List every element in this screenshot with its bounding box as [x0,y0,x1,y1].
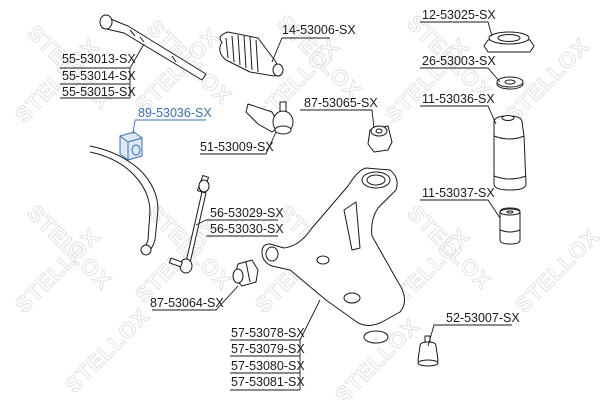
part-label-57-53080[interactable]: 57-53080-SX [231,359,305,373]
part-label-12-53025[interactable]: 12-53025-SX [422,8,496,22]
stabilizer-bushing-icon[interactable] [119,131,143,161]
strut-bearing-icon[interactable] [496,76,524,90]
lower-control-arm-icon[interactable] [261,167,405,344]
part-label-52-53007[interactable]: 52-53007-SX [446,311,520,325]
part-label-11-53037[interactable]: 11-53037-SX [422,186,495,200]
part-label-55-53015[interactable]: 55-53015-SX [62,85,136,99]
control-arm-bushing-front-icon[interactable] [232,259,259,287]
part-label-14-53006[interactable]: 14-53006-SX [282,23,356,37]
strut-mount-icon[interactable] [483,31,535,53]
part-label-55-53014[interactable]: 55-53014-SX [62,69,136,83]
inner-tie-rod-icon[interactable] [99,14,207,81]
stabilizer-bar-icon[interactable] [89,145,159,256]
part-label-55-53013[interactable]: 55-53013-SX [62,52,136,66]
part-label-56-53030[interactable]: 56-53030-SX [210,222,284,236]
stabilizer-link-icon[interactable] [168,174,210,274]
steering-boot-icon[interactable] [219,31,284,77]
control-arm-bushing-rear-icon[interactable] [367,125,393,153]
part-label-87-53064[interactable]: 87-53064-SX [150,296,224,310]
part-label-57-53081[interactable]: 57-53081-SX [231,375,305,389]
strut-dust-boot-icon[interactable] [493,115,527,191]
part-label-87-53065[interactable]: 87-53065-SX [304,96,378,110]
part-label-51-53009[interactable]: 51-53009-SX [200,140,274,154]
ball-joint-icon[interactable] [417,335,439,367]
part-label-26-53003[interactable]: 26-53003-SX [422,54,496,68]
tie-rod-end-icon[interactable] [245,101,294,135]
part-label-57-53079[interactable]: 57-53079-SX [231,342,305,356]
bump-stop-icon[interactable] [499,207,521,245]
part-label-56-53029[interactable]: 56-53029-SX [210,206,284,220]
highlight-leader-line [132,119,206,135]
part-label-11-53036[interactable]: 11-53036-SX [422,92,495,106]
part-label-89-53036[interactable]: 89-53036-SX [138,106,212,120]
part-label-57-53078[interactable]: 57-53078-SX [231,326,305,340]
leader-lines [60,21,512,391]
